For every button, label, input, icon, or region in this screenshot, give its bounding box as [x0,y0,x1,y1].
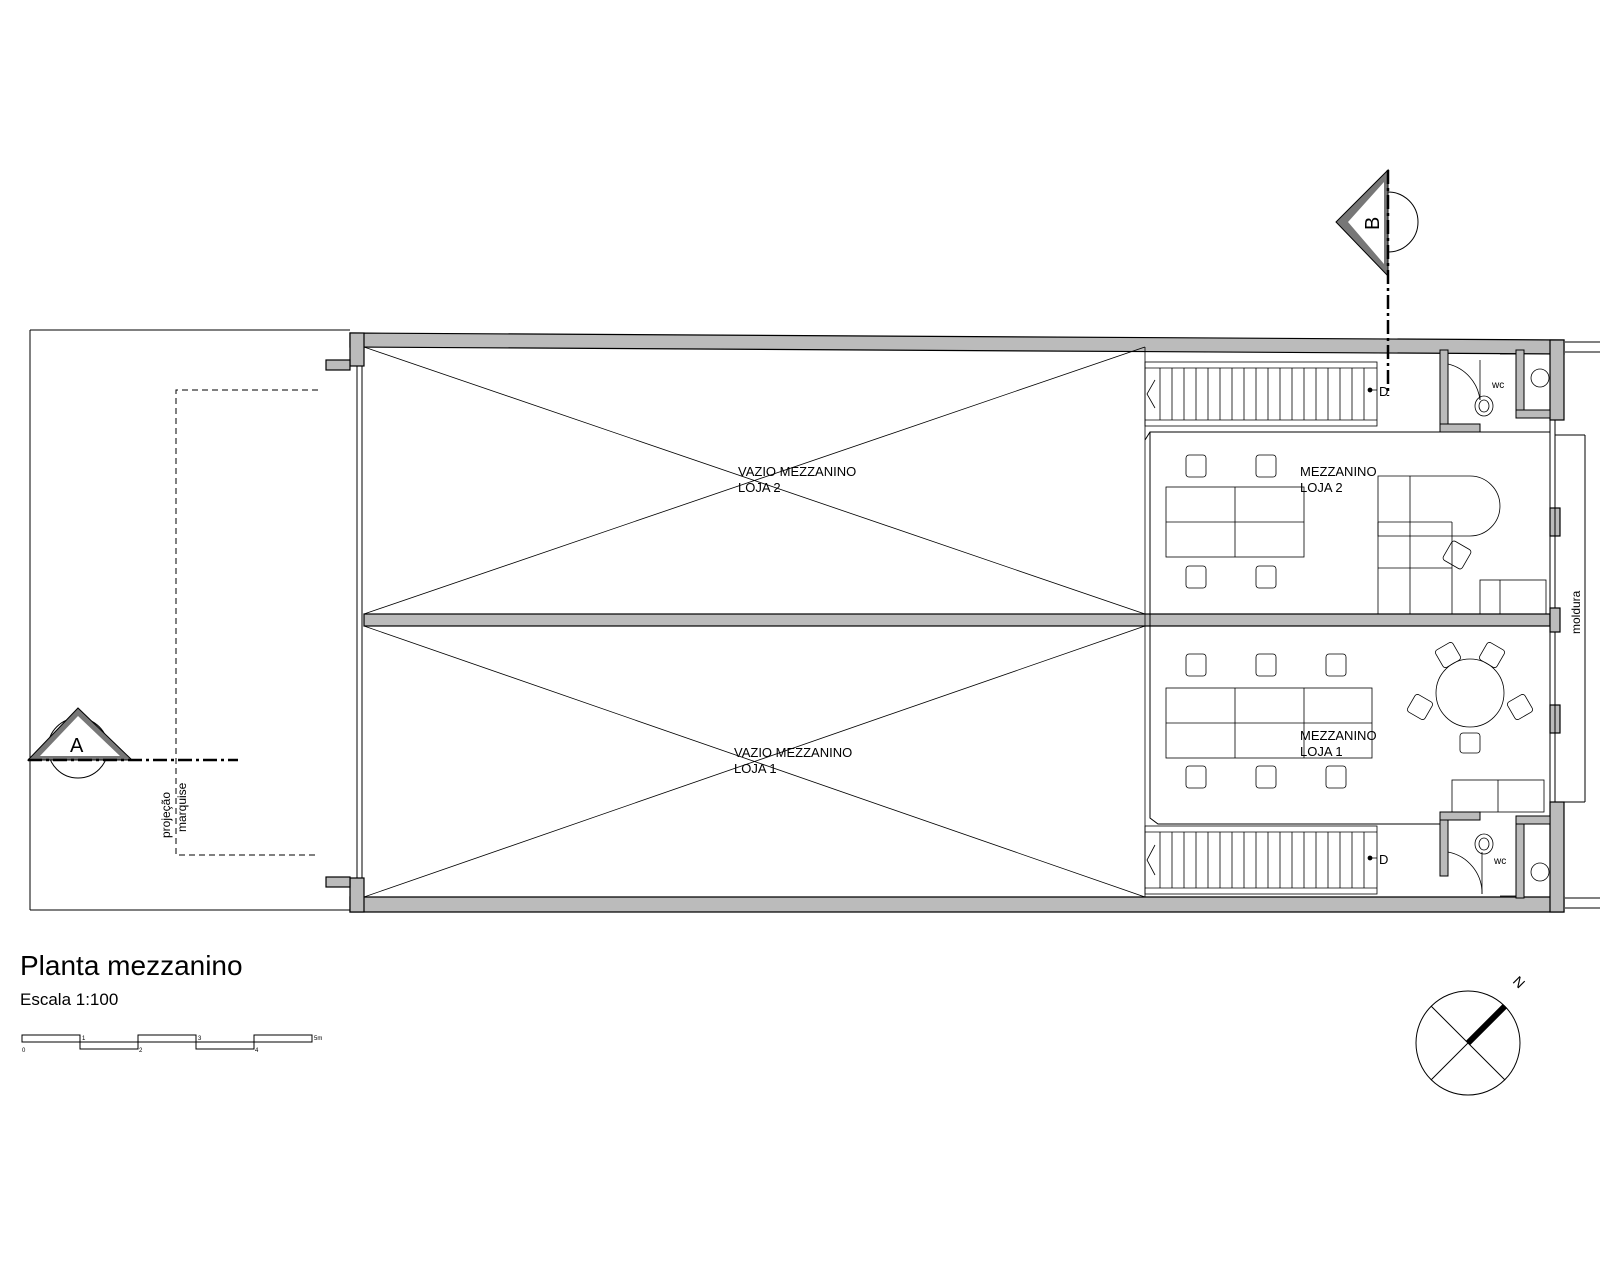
mezzanine-loja-1-line1: MEZZANINO [1300,728,1377,743]
wc-bottom: wc [1439,811,1551,899]
void-marks [363,346,1146,898]
section-marker-b: B [1335,168,1419,396]
scale-tick-2: 2 [139,1048,143,1054]
wc-bottom-label: wc [1493,856,1506,867]
section-a-label: A [70,735,84,757]
void-loja-2-line1: VAZIO MEZZANINO [738,464,856,479]
scale-tick-3: 3 [198,1036,202,1042]
scale-tick-0: 0 [22,1048,26,1054]
site-outline [29,329,1600,911]
scale-tick-4: 4 [255,1048,259,1054]
stair-direction-top-label: D [1379,384,1388,399]
furniture-loja-1 [1165,642,1545,813]
furniture-loja-2 [1165,454,1547,615]
staircase-top [1144,361,1378,427]
void-loja-1-line2: LOJA 1 [734,761,777,776]
staircase-bottom [1144,825,1378,895]
north-label: N [1510,973,1528,991]
mezzanine-edges [1144,431,1550,825]
drawing-title: Planta mezzanino [20,950,243,981]
trim-label: moldura [1569,590,1583,634]
canopy-projection-label-line2: marquise [175,782,189,832]
void-loja-1-line1: VAZIO MEZZANINO [734,745,852,760]
party-wall [363,607,1561,633]
section-marker-a: A [26,707,238,779]
scale-bar [21,1034,313,1050]
north-arrow: N [1415,973,1528,1096]
scale-tick-1: 1 [82,1036,86,1042]
drawing-scale: Escala 1:100 [20,990,119,1009]
scale-bar-ticks: 0 1 2 3 4 5m [22,1036,322,1054]
exterior-walls [325,332,1565,913]
canopy-projection [175,389,318,856]
room-labels: VAZIO MEZZANINO LOJA 2 VAZIO MEZZANINO L… [734,464,1377,776]
wc-top-label: wc [1491,380,1504,391]
void-loja-2-line2: LOJA 2 [738,480,781,495]
section-b-label: B [1362,217,1384,230]
mezzanine-loja-1-line2: LOJA 1 [1300,744,1343,759]
mezzanine-loja-2-line1: MEZZANINO [1300,464,1377,479]
stair-direction-bottom-label: D [1379,852,1388,867]
mezzanine-loja-2-line2: LOJA 2 [1300,480,1343,495]
wc-top: wc [1439,349,1551,433]
canopy-projection-label-line1: projeção [159,792,173,838]
scale-tick-5: 5m [314,1036,322,1042]
